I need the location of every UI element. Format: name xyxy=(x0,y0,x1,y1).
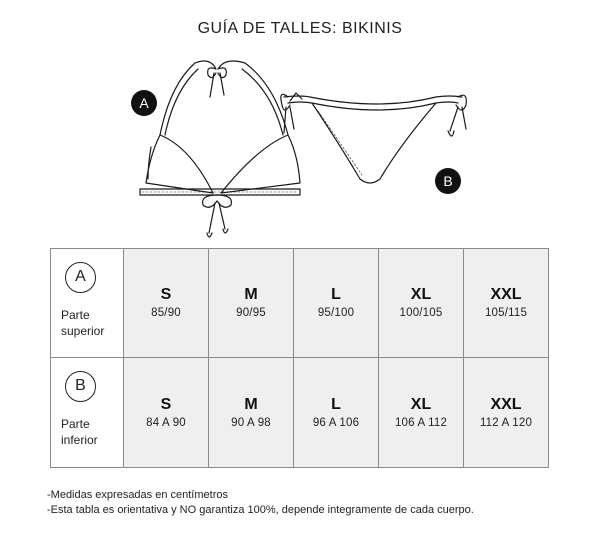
size-cell: S 84 A 90 xyxy=(123,357,209,468)
size-letter: M xyxy=(244,286,258,303)
size-cell: XL 106 A 112 xyxy=(378,357,464,468)
size-letter: S xyxy=(160,286,172,303)
size-measure: 90 A 98 xyxy=(231,416,271,429)
size-measure: 96 A 106 xyxy=(312,416,360,429)
table-row-bottom: B Parte inferior S 84 A 90 M 90 A 98 L 9… xyxy=(50,357,549,468)
part-label-bottom: Parte inferior xyxy=(61,417,98,447)
bikini-top-drawing xyxy=(139,60,301,238)
size-cell: L 95/100 xyxy=(293,248,379,358)
size-cell: XL 100/105 xyxy=(378,248,464,358)
size-measure: 105/115 xyxy=(484,307,528,319)
size-cell: L 96 A 106 xyxy=(293,357,379,468)
size-measure: 90/95 xyxy=(236,307,266,319)
size-measure: 100/105 xyxy=(399,307,443,319)
size-letter: XL xyxy=(410,286,432,303)
bikini-illustration: A B xyxy=(0,55,600,245)
size-cell: XXL 112 A 120 xyxy=(463,357,549,468)
size-letter: XXL xyxy=(490,286,522,303)
note-disclaimer: -Esta tabla es orientativa y NO garantiz… xyxy=(47,504,474,516)
size-measure: 95/100 xyxy=(317,307,355,319)
badge-b: B xyxy=(435,168,461,194)
page-title: GUÍA DE TALLES: BIKINIS xyxy=(197,20,403,37)
badge-b-outline: B xyxy=(65,371,96,402)
size-letter: L xyxy=(331,286,341,303)
size-letter: XXL xyxy=(490,395,522,413)
size-measure: 85/90 xyxy=(151,307,181,319)
row-label-cell: A Parte superior xyxy=(50,248,124,358)
part-label-top: Parte superior xyxy=(61,308,105,338)
size-cell: M 90/95 xyxy=(208,248,294,358)
table-row-top: A Parte superior S 85/90 M 90/95 L 95/10… xyxy=(50,248,549,358)
footnotes: -Medidas expresadas en centímetros -Esta… xyxy=(47,488,474,518)
bikini-drawing xyxy=(139,60,467,238)
size-measure: 106 A 112 xyxy=(394,416,448,429)
size-measure: 112 A 120 xyxy=(479,416,533,429)
size-letter: M xyxy=(244,395,258,413)
badge-a-outline: A xyxy=(65,262,96,293)
badge-a: A xyxy=(131,90,157,116)
size-table: A Parte superior S 85/90 M 90/95 L 95/10… xyxy=(50,248,549,468)
size-letter: S xyxy=(160,395,172,413)
row-label-cell: B Parte inferior xyxy=(50,357,124,468)
size-cell: S 85/90 xyxy=(123,248,209,358)
size-measure: 84 A 90 xyxy=(146,416,186,429)
size-letter: XL xyxy=(410,395,432,413)
note-units: -Medidas expresadas en centímetros xyxy=(47,489,228,501)
bikini-bottom-drawing xyxy=(280,92,467,184)
size-cell: XXL 105/115 xyxy=(463,248,549,358)
size-letter: L xyxy=(331,395,341,413)
size-cell: M 90 A 98 xyxy=(208,357,294,468)
